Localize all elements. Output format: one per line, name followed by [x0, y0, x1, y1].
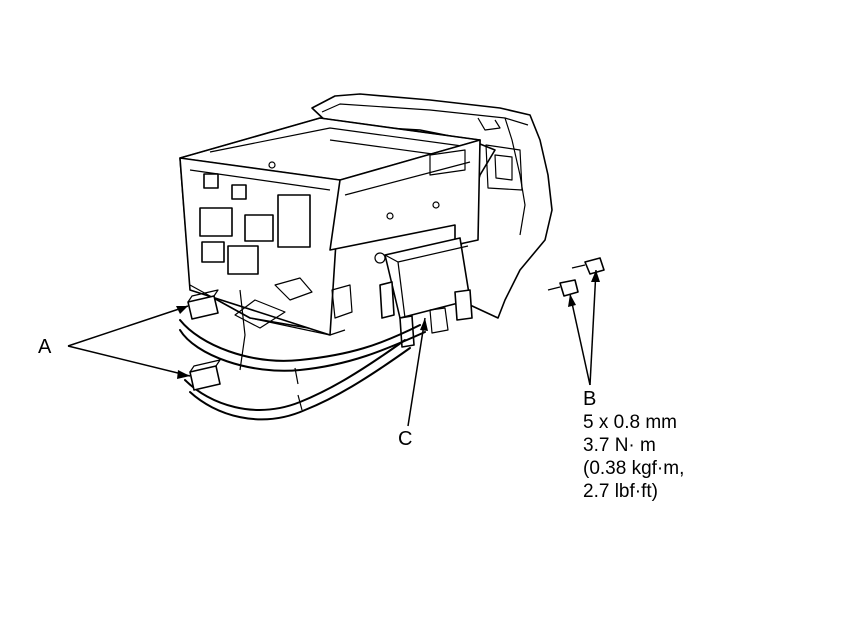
bolt-torque-nm: 3.7 N· m — [583, 435, 656, 456]
audio-unit-body — [179, 117, 481, 336]
bolt-torque-kgf: (0.38 kgf·m, — [583, 458, 685, 479]
callout-b: B — [583, 388, 597, 410]
bolt-spec: 5 x 0.8 mm 3.7 N· m (0.38 kgf·m, 2.7 lbf… — [583, 411, 684, 503]
leader-c — [407, 317, 428, 427]
bolt-torque-lbf: 2.7 lbf·ft) — [583, 481, 658, 502]
bolt-size: 5 x 0.8 mm — [583, 412, 677, 433]
bolt-b-upper — [571, 257, 605, 275]
module-c — [379, 237, 473, 348]
connector-a-lower — [189, 359, 221, 391]
mounting-bracket — [311, 93, 553, 319]
leader-b — [568, 269, 600, 386]
callout-c: C — [398, 428, 413, 450]
wire-harness — [179, 289, 426, 421]
leader-a — [67, 305, 191, 379]
callout-a: A — [38, 336, 52, 358]
connector-a-upper — [187, 289, 219, 320]
bolt-b-lower — [547, 279, 579, 297]
